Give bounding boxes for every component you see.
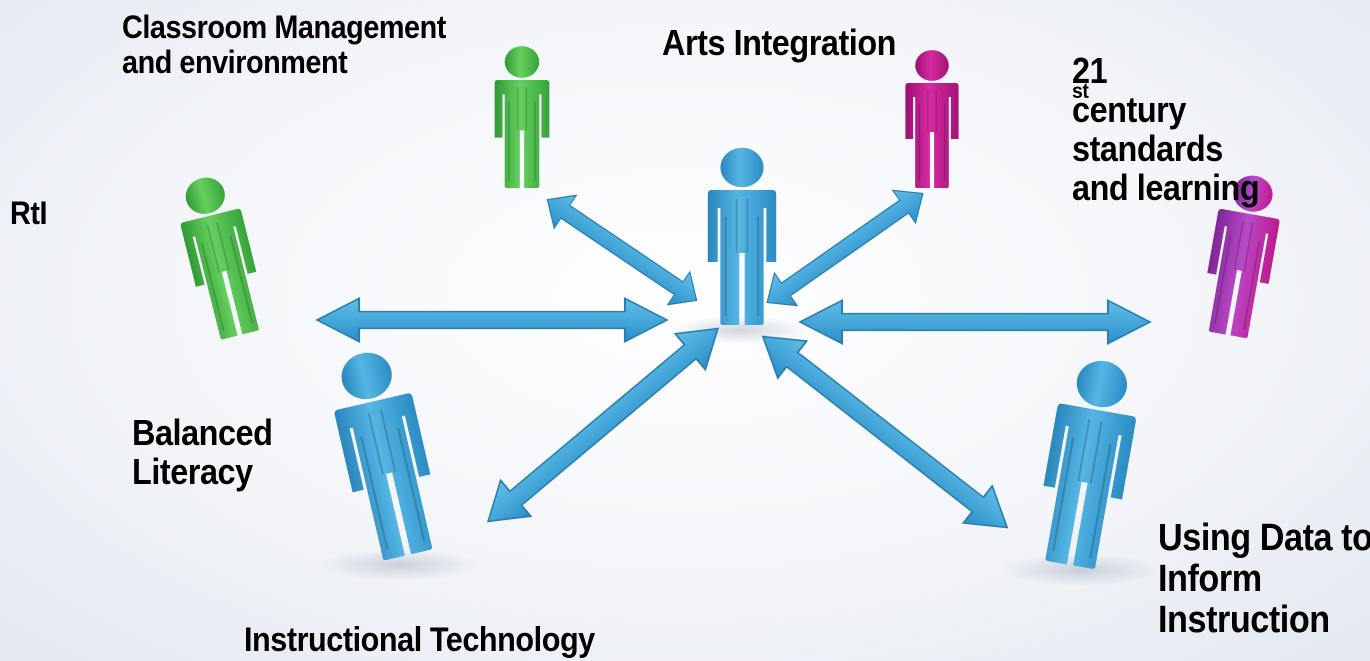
arrow-left	[315, 296, 669, 344]
arrow-lower-left	[471, 309, 735, 541]
label-instructional-line1: Instructional Technology	[244, 621, 595, 659]
arrow-upper-left	[535, 182, 709, 318]
label-balanced-line1: Balanced	[132, 412, 273, 453]
figure-blue-center	[706, 146, 778, 326]
label-classroom-line1: Classroom Management	[122, 9, 446, 45]
label-century-line3: and learning	[1072, 166, 1260, 208]
label-arts-integration: Arts Integration	[662, 22, 897, 63]
label-using-data: Using Data to Inform Instruction	[1158, 517, 1370, 642]
arrow-right	[798, 298, 1152, 346]
label-rti-line1: RtI	[10, 195, 48, 231]
label-balanced-literacy: Balanced Literacy	[132, 412, 273, 492]
figure-green-top	[493, 45, 551, 189]
label-century-num: 21	[1072, 50, 1108, 91]
arrow-upper-right	[754, 176, 936, 320]
label-classroom-management: Classroom Management and environment	[122, 10, 446, 79]
arrow-lower-right	[746, 316, 1024, 548]
label-instructional-technology: Instructional Technology	[244, 622, 595, 659]
label-rti: RtI	[10, 196, 47, 231]
figure-blue-bottom-right	[1029, 353, 1147, 573]
label-data-line3: Instruction	[1158, 599, 1330, 642]
figure-green-left	[169, 169, 272, 344]
label-classroom-line2: and environment	[122, 43, 348, 80]
label-balanced-line2: Literacy	[132, 450, 253, 492]
label-century-line2: standards	[1072, 127, 1223, 169]
label-data-line2: Inform	[1158, 558, 1262, 601]
figure-blue-bottom-left	[321, 343, 448, 566]
label-century-rest: century	[1072, 88, 1186, 130]
label-arts-line1: Arts Integration	[662, 22, 897, 63]
figure-magenta-top	[904, 49, 960, 189]
label-data-line1: Using Data to	[1158, 517, 1370, 559]
